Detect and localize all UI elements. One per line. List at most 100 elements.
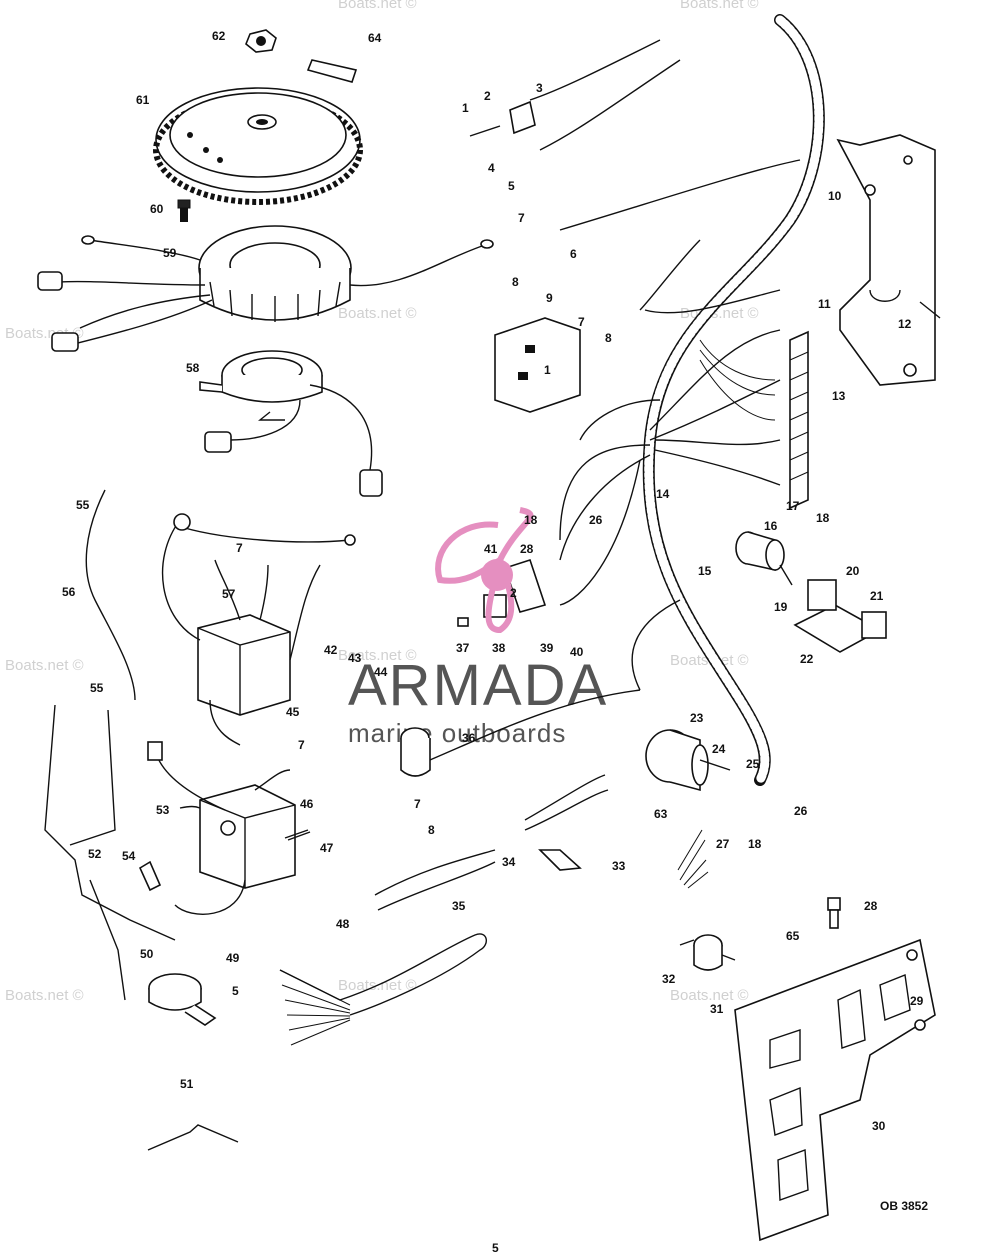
- callout-44: 44: [374, 665, 388, 679]
- callout-58: 58: [186, 361, 200, 375]
- callout-3: 3: [536, 81, 543, 95]
- watermark: Boats.net ©: [338, 647, 417, 664]
- callout-49: 49: [226, 951, 240, 965]
- callout-55: 55: [90, 681, 104, 695]
- callout-31: 31: [710, 1002, 724, 1016]
- callout-17: 17: [786, 499, 800, 513]
- callout-2: 2: [510, 586, 517, 600]
- callout-18: 18: [816, 511, 830, 525]
- callout-26: 26: [794, 804, 808, 818]
- callout-43: 43: [348, 651, 362, 665]
- watermark: Boats.net ©: [5, 987, 84, 1004]
- callout-38: 38: [492, 641, 506, 655]
- callout-28: 28: [864, 899, 878, 913]
- callout-22: 22: [800, 652, 814, 666]
- callout-7: 7: [518, 211, 525, 225]
- callout-13: 13: [832, 389, 846, 403]
- brand-tagline: marine outboards: [348, 718, 566, 748]
- stator: [37, 225, 494, 352]
- callout-23: 23: [690, 711, 704, 725]
- callout-37: 37: [456, 641, 470, 655]
- callout-7: 7: [298, 738, 305, 752]
- callout-54: 54: [122, 849, 136, 863]
- ground-lead: [85, 489, 136, 701]
- callout-42: 42: [324, 643, 338, 657]
- callout-59: 59: [163, 246, 177, 260]
- mounting-bracket: [836, 134, 936, 386]
- power-pack: [161, 513, 356, 746]
- callout-26: 26: [589, 513, 603, 527]
- relay: [509, 100, 536, 135]
- callout-8: 8: [512, 275, 519, 289]
- key: [306, 59, 358, 83]
- callout-61: 61: [136, 93, 150, 107]
- callout-60: 60: [150, 202, 164, 216]
- flywheel: [153, 87, 363, 205]
- watermark: Boats.net ©: [5, 657, 84, 674]
- callout-52: 52: [88, 847, 102, 861]
- lead-51: [147, 1124, 239, 1151]
- callout-21: 21: [870, 589, 884, 603]
- callout-45: 45: [286, 705, 300, 719]
- harness-35: [279, 933, 487, 1016]
- watermark: Boats.net ©: [338, 305, 417, 322]
- callout-7: 7: [414, 797, 421, 811]
- callout-4: 4: [488, 161, 495, 175]
- sender: [148, 973, 217, 1026]
- callout-57: 57: [222, 587, 236, 601]
- callout-25: 25: [746, 757, 760, 771]
- callout-35: 35: [452, 899, 466, 913]
- callout-41: 41: [484, 542, 498, 556]
- callout-1: 1: [544, 363, 551, 377]
- callout-11: 11: [818, 297, 831, 311]
- callout-labels: 1234567897811011121314151617182019212218…: [62, 29, 924, 1133]
- callout-47: 47: [320, 841, 334, 855]
- watermark: Boats.net ©: [338, 0, 417, 12]
- mounting-plate-30: [734, 938, 936, 1242]
- callout-12: 12: [898, 317, 912, 331]
- callout-5: 5: [508, 179, 515, 193]
- callout-15: 15: [698, 564, 712, 578]
- callout-46: 46: [300, 797, 314, 811]
- watermarks: Boats.net © Boats.net © Boats.net © Boat…: [5, 0, 759, 1004]
- callout-55: 55: [76, 498, 90, 512]
- callout-40: 40: [570, 645, 584, 659]
- callout-48: 48: [336, 917, 350, 931]
- diagram-code: OB 3852: [880, 1199, 928, 1213]
- callout-24: 24: [712, 742, 726, 756]
- callout-63: 63: [654, 807, 668, 821]
- callout-8: 8: [428, 823, 435, 837]
- callout-62: 62: [212, 29, 226, 43]
- callout-53: 53: [156, 803, 170, 817]
- callout-7: 7: [236, 541, 243, 555]
- callout-51: 51: [180, 1077, 194, 1091]
- callout-28: 28: [520, 542, 534, 556]
- callout-1: 1: [462, 101, 469, 115]
- brand-name: ARMADA: [348, 653, 608, 718]
- callout-39: 39: [540, 641, 554, 655]
- ignition-switch: [735, 531, 793, 586]
- callout-18: 18: [748, 837, 762, 851]
- coil: [400, 689, 641, 777]
- callout-2: 2: [484, 89, 491, 103]
- callout-9: 9: [546, 291, 553, 305]
- callout-7: 7: [578, 315, 585, 329]
- page-number: 5: [492, 1241, 499, 1254]
- brand-logo: ARMADA marine outboards: [348, 507, 608, 748]
- callout-10: 10: [828, 189, 842, 203]
- lead-52: [44, 704, 176, 941]
- starter-solenoid: [645, 729, 731, 792]
- power-pack-2: [147, 741, 311, 915]
- callout-14: 14: [656, 487, 670, 501]
- callout-6: 6: [570, 247, 577, 261]
- callout-29: 29: [910, 994, 924, 1008]
- callout-27: 27: [716, 837, 730, 851]
- callout-8: 8: [605, 331, 612, 345]
- timer-base: [199, 350, 383, 497]
- callout-65: 65: [786, 929, 800, 943]
- callout-56: 56: [62, 585, 76, 599]
- wire-harness: [529, 14, 825, 786]
- callout-32: 32: [662, 972, 676, 986]
- watermark: Boats.net ©: [670, 987, 749, 1004]
